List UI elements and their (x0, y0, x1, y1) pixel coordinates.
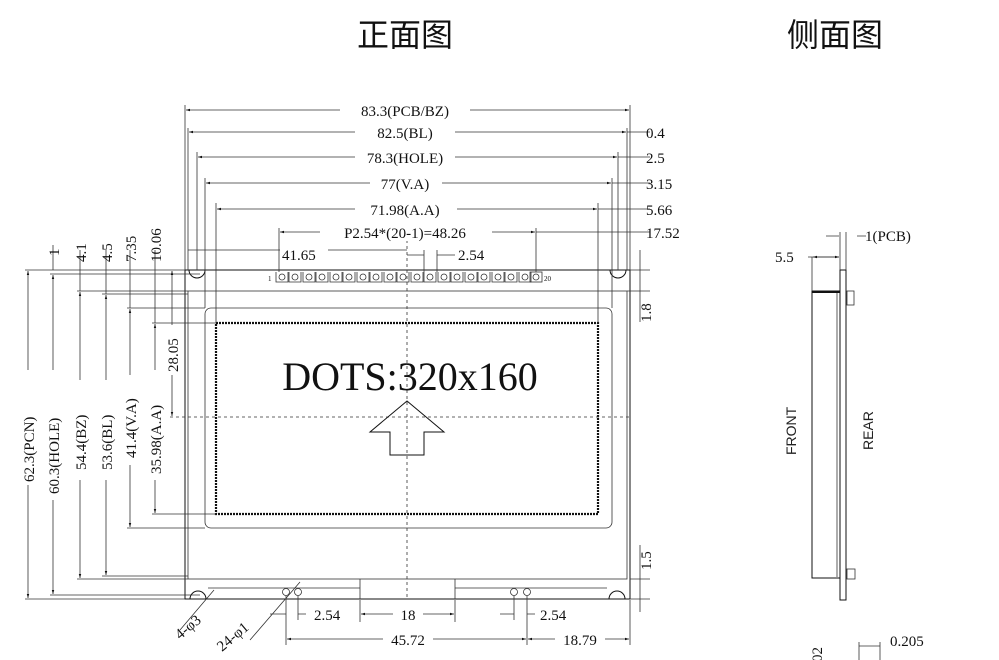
dim-62-3-pcn: 62.3(PCN) (22, 417, 38, 482)
dim-83-3-pcb-bz: 83.3(PCB/BZ) (361, 104, 449, 120)
dim-35-98-aa: 35.98(A.A) (149, 405, 165, 474)
right-dimensions: 0.4 2.5 3.15 5.66 17.52 1.8 1.5 (627, 126, 680, 612)
side-connector-top (846, 290, 855, 306)
side-connector-bottom (846, 568, 856, 580)
dim-53-6-bl: 53.6(BL) (100, 415, 116, 470)
bottom-tab (208, 579, 607, 599)
dim-82-5-bl: 82.5(BL) (377, 126, 432, 142)
dim-28-05: 28.05 (166, 338, 182, 372)
mount-hole-top-right (609, 269, 627, 279)
side-view-title: 侧面图 (787, 16, 883, 54)
dim-cut-off: 02 (810, 647, 826, 660)
dim-5-66: 5.66 (646, 203, 673, 219)
dim-0-205: 0.205 (890, 634, 924, 650)
viewing-area (204, 307, 613, 529)
side-pcb (839, 269, 847, 601)
dim-1-8: 1.8 (639, 303, 655, 322)
dim-71-98-aa: 71.98(A.A) (370, 203, 439, 219)
dim-pin-pitch-total: P2.54*(20-1)=48.26 (344, 226, 466, 242)
dim-1: 1 (47, 249, 63, 257)
dim-77-va: 77(V.A) (381, 177, 429, 193)
front-view-title: 正面图 (357, 16, 453, 54)
dim-0-4: 0.4 (646, 126, 665, 142)
dim-4-1: 4.1 (74, 243, 90, 262)
mount-hole-bottom-left (189, 590, 207, 600)
dim-17-52: 17.52 (646, 226, 680, 242)
dim-41-65: 41.65 (282, 248, 316, 264)
dim-78-3-hole: 78.3(HOLE) (367, 151, 443, 167)
dim-5-5: 5.5 (775, 250, 794, 266)
dim-18-79: 18.79 (563, 633, 597, 649)
dim-pin-pitch: 2.54 (458, 248, 485, 264)
dots-resolution-label: DOTS:320x160 (282, 354, 538, 399)
side-module-body (811, 290, 841, 579)
dim-3-15: 3.15 (646, 177, 672, 193)
dim-4-phi-3: 4-φ3 (172, 612, 204, 643)
bezel-outline (187, 290, 628, 580)
top-dimensions: 83.3(PCB/BZ) 82.5(BL) 78.3(HOLE) 77(V.A)… (184, 101, 650, 323)
dim-41-4-va: 41.4(V.A) (124, 398, 140, 458)
top-pin-row: 1 20 (268, 271, 552, 283)
dim-2-5: 2.5 (646, 151, 665, 167)
bottom-pins (282, 588, 531, 596)
pin-1-label: 1 (268, 275, 272, 283)
dim-1-pcb: 1(PCB) (865, 229, 911, 245)
left-dimensions: 62.3(PCN) 60.3(HOLE) 54.4(BZ) 53.6(BL) 4… (20, 228, 216, 600)
bottom-dimensions: 4-φ3 24-φ1 2.54 18 2.54 45.72 18.79 (172, 581, 631, 655)
pcb-outline (184, 269, 631, 600)
dim-60-3-hole: 60.3(HOLE) (47, 418, 63, 494)
dim-1-5: 1.5 (639, 551, 655, 570)
dim-2-54-right: 2.54 (540, 608, 567, 624)
active-area (214, 321, 600, 516)
pin-20-label: 20 (544, 275, 552, 283)
side-view: 5.5 1(PCB) FRONT REAR 0.205 02 (775, 229, 924, 660)
front-view: 1 20 DOTS:320x160 (170, 240, 632, 600)
dim-2-54-left: 2.54 (314, 608, 341, 624)
dim-10-06: 10.06 (149, 228, 165, 262)
dim-24-phi-1: 24-φ1 (214, 620, 252, 655)
dim-54-4-bz: 54.4(BZ) (74, 415, 90, 470)
dim-4-5: 4.5 (100, 243, 116, 262)
dim-45-72: 45.72 (391, 633, 425, 649)
mount-hole-top-left (188, 269, 206, 279)
rear-label: REAR (860, 411, 876, 450)
dim-7-35: 7.35 (124, 236, 140, 262)
front-label: FRONT (783, 406, 799, 455)
up-arrow-icon (368, 400, 446, 456)
dim-18: 18 (401, 608, 416, 624)
mount-hole-bottom-right (608, 590, 626, 600)
